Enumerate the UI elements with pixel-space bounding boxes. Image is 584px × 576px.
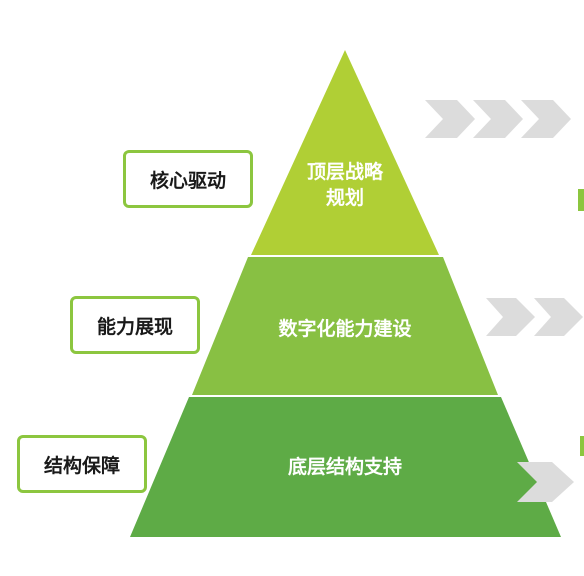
chevron-arrow-icon bbox=[486, 298, 535, 336]
tier-top-label-line2: 规划 bbox=[326, 186, 364, 209]
side-label-structure-guarantee: 结构保障 bbox=[17, 435, 147, 493]
chevron-arrow-icon bbox=[517, 462, 574, 502]
side-label-core-drive: 核心驱动 bbox=[123, 150, 253, 208]
accent-bar bbox=[580, 436, 584, 456]
chevron-arrow-icon bbox=[473, 100, 523, 138]
pyramid-tier-middle bbox=[192, 257, 498, 395]
pyramid-tier-bottom bbox=[130, 397, 561, 537]
chevron-arrow-icon bbox=[534, 298, 583, 336]
accent-bar bbox=[578, 189, 584, 211]
tier-bottom-label: 底层结构支持 bbox=[288, 455, 402, 478]
chevron-arrow-icon bbox=[425, 100, 475, 138]
pyramid-tier-top bbox=[251, 50, 439, 255]
tier-middle-label: 数字化能力建设 bbox=[278, 317, 411, 340]
tier-top-label-line1: 顶层战略 bbox=[307, 160, 384, 183]
side-label-ability-display: 能力展现 bbox=[70, 296, 200, 354]
chevron-arrow-icon bbox=[521, 100, 571, 138]
